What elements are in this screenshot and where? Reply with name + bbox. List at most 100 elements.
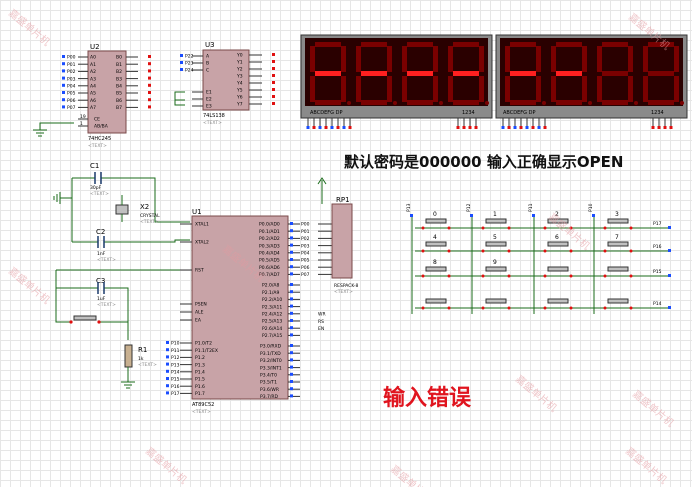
c2-symbol (97, 236, 105, 248)
u2-net-marker (62, 62, 65, 66)
keypad-key[interactable] (547, 266, 569, 272)
u2-part: 74HC245 (88, 136, 111, 142)
segment-g (556, 71, 582, 76)
keypad-key[interactable] (485, 218, 507, 224)
display-pin-marker (318, 126, 322, 129)
keypad-key[interactable] (607, 266, 629, 272)
keypad-key-pin (481, 249, 485, 253)
ground-icon (53, 192, 61, 204)
keypad-key[interactable] (607, 298, 629, 304)
segment (556, 42, 582, 47)
u3-net-marker (272, 88, 275, 91)
u3-part: 74LS138 (203, 113, 225, 119)
keypad-key-pin (629, 249, 633, 253)
keypad-key[interactable] (607, 241, 629, 247)
keypad-key[interactable] (425, 266, 447, 272)
keypad-key[interactable] (425, 218, 447, 224)
display-pin-marker (342, 126, 346, 129)
u1-net-marker (290, 351, 293, 355)
u2-ctrl-pin-label: AB/BA (94, 124, 109, 130)
u1-net-marker (166, 377, 169, 380)
keypad-key-label: 4 (433, 234, 437, 241)
u1-net-marker (290, 326, 293, 330)
segment (453, 100, 479, 105)
keypad-key-pin (421, 249, 425, 253)
keypad-key[interactable] (425, 298, 447, 304)
display-pin-marker (531, 126, 535, 129)
keypad-key[interactable] (547, 241, 569, 247)
u3-net-marker (272, 60, 275, 63)
u1-text: <TEXT> (192, 409, 211, 415)
u2-net-label: P04 (67, 84, 76, 90)
u1-net-label: P12 (171, 355, 180, 361)
u1-pin-label: P3.7/RD (260, 394, 279, 400)
u1-part: AT89C52 (192, 402, 214, 408)
u1-pin-label: P0.2/AD2 (259, 236, 280, 242)
u2-pin-label: A2 (90, 69, 96, 75)
segment (387, 76, 392, 102)
u2-net-marker (148, 83, 151, 87)
u2-pin-label: A4 (90, 84, 96, 90)
c1-text: <TEXT> (90, 191, 109, 197)
u3-pin-label: Y2 (236, 67, 243, 73)
u2-74hc245[interactable]: U2 A0P00A1P01A2P02A3P03A4P04A5P05A6P06A7… (62, 43, 151, 149)
display-pin-marker (456, 126, 460, 129)
keypad-key-pin (481, 274, 485, 278)
u3-pin-label: B (206, 61, 209, 67)
u3-pin-label: Y5 (236, 88, 243, 94)
keypad-key-pin (603, 226, 607, 230)
keypad-col-label: P13 (406, 203, 412, 212)
u1-net-label: P14 (171, 370, 180, 376)
c3-text: <TEXT> (97, 302, 116, 308)
u1-net-label: P06 (301, 265, 310, 271)
u3-net-marker (180, 54, 183, 57)
r1-value: 1k (138, 356, 144, 362)
u1-net-marker (290, 394, 293, 398)
u3-ref: U3 (205, 41, 215, 49)
keypad-key[interactable] (547, 298, 569, 304)
segment (674, 46, 679, 72)
u1-net-marker (166, 384, 169, 388)
u2-net-label: P07 (67, 105, 76, 111)
display-right-footer-left: ABCDEFG DP (503, 110, 535, 116)
keypad-key[interactable] (547, 218, 569, 224)
keypad-key[interactable] (425, 241, 447, 247)
u1-body (191, 215, 289, 400)
display-pin-marker (663, 126, 667, 129)
display-pin-marker (657, 126, 661, 129)
segment-dp (542, 101, 546, 105)
u1-at89c52[interactable]: U1 XTAL1XTAL2RSTPSENALEEAP1.0/T2P10P1.1/… (166, 208, 332, 415)
u1-net-label: RS (318, 319, 324, 325)
status-message: 输入错误 (383, 385, 472, 411)
keypad-key[interactable] (485, 241, 507, 247)
u2-pin-label: B6 (116, 98, 122, 104)
keypad-key-pin (447, 306, 451, 310)
keypad-key[interactable] (607, 218, 629, 224)
u2-net-marker (62, 76, 65, 80)
u1-net-marker (290, 380, 293, 383)
display-pin-marker (507, 126, 511, 129)
keypad-row-marker (668, 274, 671, 277)
reset-button[interactable] (73, 315, 97, 321)
u2-net-marker (148, 98, 151, 102)
keypad-key-label: 6 (555, 234, 559, 241)
u2-net-label: P02 (67, 69, 76, 75)
c2-ref: C2 (96, 228, 105, 236)
u3-pin-label: A (206, 54, 210, 60)
segment (341, 76, 346, 102)
u3-enable-wires (174, 91, 185, 106)
keypad-key[interactable] (485, 298, 507, 304)
u2-ref: U2 (90, 43, 100, 51)
c2-wires (72, 239, 190, 243)
segment-dp (485, 101, 489, 105)
segment (361, 100, 387, 105)
ground-icon (33, 129, 47, 137)
reset-pin-b (97, 320, 101, 324)
u1-net-label: P17 (171, 391, 180, 397)
keypad-key[interactable] (485, 266, 507, 272)
u1-pin-label: P1.3 (195, 362, 205, 368)
u1-pin-label: P2.4/A12 (262, 312, 282, 318)
rp1-body (331, 203, 353, 279)
